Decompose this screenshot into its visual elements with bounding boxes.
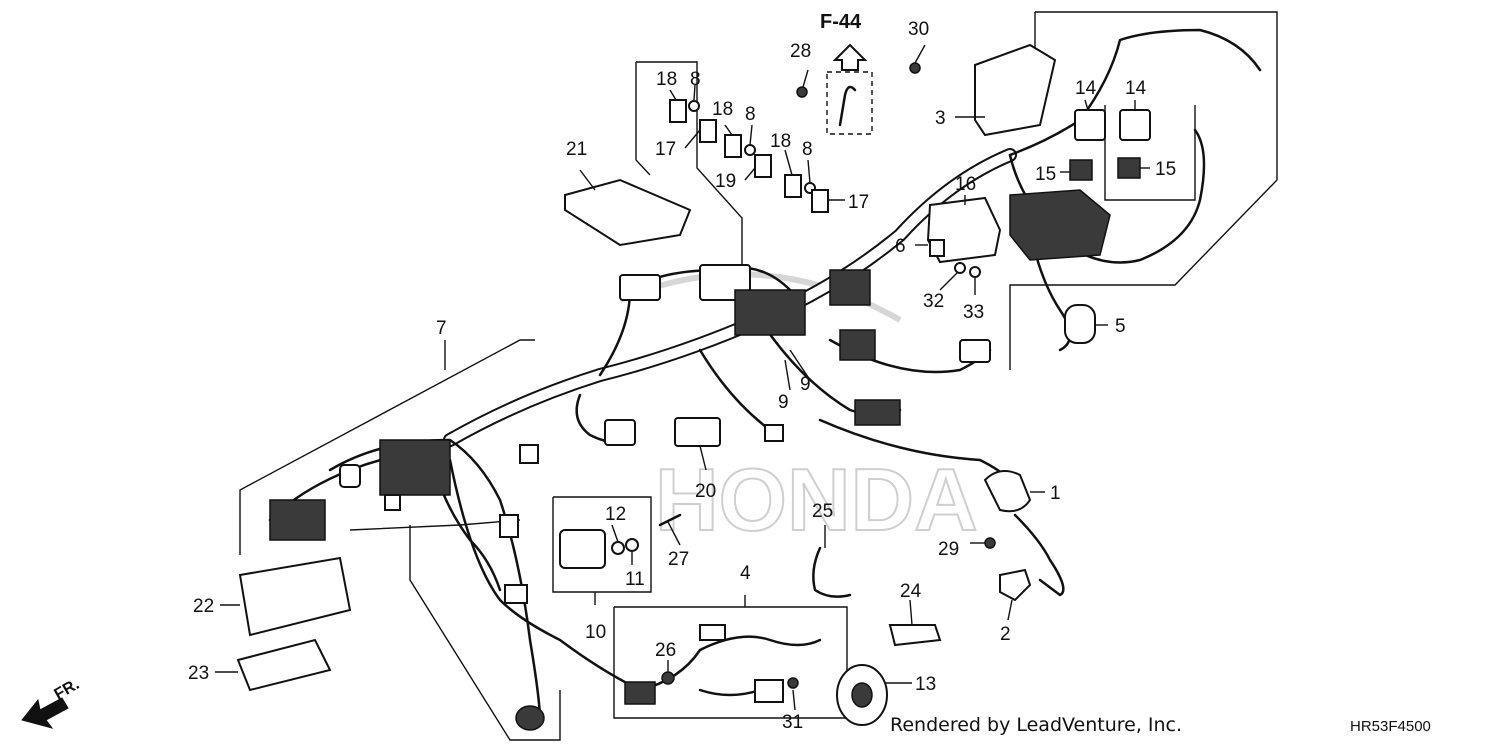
- bolt-28-part: [796, 86, 808, 98]
- callout-22[interactable]: 22: [193, 596, 214, 617]
- callout-15b[interactable]: 15: [1155, 159, 1176, 180]
- sub-harness-coupler-part: [624, 681, 656, 705]
- main-wire-harness: [268, 28, 1262, 722]
- relay-14b-part: [1119, 109, 1151, 141]
- fuse-block-part: [926, 196, 1002, 264]
- fuse-box-22-part: [238, 556, 352, 637]
- reference-arrow: F-44: [820, 11, 868, 71]
- direction-indicator: FR.: [21, 676, 83, 729]
- sensor-5-part: [1064, 304, 1096, 344]
- nut-11-part: [625, 538, 639, 552]
- callout-12[interactable]: 12: [605, 504, 626, 525]
- callout-1[interactable]: 1: [1050, 483, 1061, 504]
- callout-29[interactable]: 29: [938, 539, 959, 560]
- socket-15b-part: [1117, 157, 1141, 179]
- callout-3[interactable]: 3: [935, 108, 946, 129]
- watermark-text: HONDA: [655, 450, 978, 549]
- callout-30[interactable]: 30: [908, 19, 929, 40]
- callout-8c[interactable]: 8: [802, 139, 813, 160]
- callout-13[interactable]: 13: [915, 674, 936, 695]
- callout-24[interactable]: 24: [900, 581, 922, 602]
- cover-23-part: [236, 638, 332, 692]
- callout-20[interactable]: 20: [695, 481, 716, 502]
- callout-15a[interactable]: 15: [1035, 164, 1056, 185]
- callout-18a[interactable]: 18: [656, 69, 677, 90]
- callout-32[interactable]: 32: [923, 291, 944, 312]
- bolt-30-part: [909, 62, 921, 74]
- callout-19[interactable]: 19: [715, 171, 736, 192]
- callout-25[interactable]: 25: [812, 501, 833, 522]
- relay-17a-part: [699, 119, 717, 143]
- bolt-29-part: [984, 537, 996, 549]
- callout-18c[interactable]: 18: [770, 131, 791, 152]
- clamp-26-part: [661, 671, 675, 685]
- relay-18c-part: [784, 174, 802, 198]
- diagram-code: HR53F4500: [1350, 718, 1431, 735]
- starter-relay-part: [983, 470, 1032, 513]
- reference-label[interactable]: F-44: [820, 11, 862, 33]
- callout-17a[interactable]: 17: [655, 139, 676, 160]
- callout-17b[interactable]: 17: [848, 192, 869, 213]
- callout-21[interactable]: 21: [566, 139, 587, 160]
- socket-15a-part: [1069, 159, 1093, 181]
- callout-9a[interactable]: 9: [800, 374, 811, 395]
- sub-harness-plug-part: [754, 679, 784, 703]
- clip-8b-part: [744, 144, 756, 156]
- terminal-cap-part: [999, 568, 1032, 602]
- callout-6[interactable]: 6: [895, 236, 906, 257]
- callout-4[interactable]: 4: [740, 563, 751, 584]
- callout-2[interactable]: 2: [1000, 624, 1011, 645]
- relay-18a-part: [669, 99, 687, 123]
- washer-12-part: [611, 541, 625, 555]
- bolt-31-part: [787, 677, 799, 689]
- callout-28[interactable]: 28: [790, 41, 811, 62]
- direction-label: FR.: [52, 676, 83, 704]
- relay-17b-part: [811, 189, 829, 213]
- callout-14a[interactable]: 14: [1075, 78, 1097, 99]
- bracket-24-part: [888, 624, 942, 647]
- clip-8a-part: [688, 100, 700, 112]
- nut-32-part: [954, 262, 966, 274]
- clip-6-part: [929, 239, 945, 257]
- footer: Rendered by LeadVenture, Inc. HR53F4500: [890, 714, 1431, 736]
- callout-8b[interactable]: 8: [745, 104, 756, 125]
- callout-14b[interactable]: 14: [1125, 78, 1147, 99]
- relay-box-part: [1009, 189, 1111, 261]
- front-arrow-icon: [21, 697, 69, 729]
- harness-connectors: [269, 264, 991, 731]
- relay-14a-part: [1074, 109, 1106, 141]
- callout-7[interactable]: 7: [436, 318, 447, 339]
- callout-5[interactable]: 5: [1115, 316, 1126, 337]
- module-20-part: [674, 417, 721, 447]
- relay-19-part: [754, 154, 772, 178]
- callout-8a[interactable]: 8: [690, 69, 701, 90]
- callout-27[interactable]: 27: [668, 549, 689, 570]
- sensor-10-part: [559, 529, 606, 569]
- callout-18b[interactable]: 18: [712, 99, 733, 120]
- callouts: 1 2 3 4 5 6 7 8 8 8 9 9 10 11 12 13 14 1…: [188, 19, 1176, 733]
- leader-lines: [215, 44, 1150, 711]
- callout-10[interactable]: 10: [585, 622, 606, 643]
- callout-9b[interactable]: 9: [778, 392, 789, 413]
- nut-33-part: [969, 266, 981, 278]
- credit-text: Rendered by LeadVenture, Inc.: [890, 714, 1182, 736]
- up-arrow-icon: [832, 43, 868, 71]
- ecu-part: [974, 43, 1057, 137]
- callout-26[interactable]: 26: [655, 640, 676, 661]
- callout-23[interactable]: 23: [188, 663, 209, 684]
- parts: [236, 43, 1151, 726]
- fuse-box-cover-part: [564, 178, 692, 247]
- callout-33[interactable]: 33: [963, 302, 984, 323]
- sub-harness-connector-part: [699, 624, 726, 641]
- callout-16[interactable]: 16: [955, 174, 976, 195]
- callout-31[interactable]: 31: [782, 712, 803, 733]
- callout-11[interactable]: 11: [625, 569, 645, 590]
- relay-18b-part: [724, 134, 742, 158]
